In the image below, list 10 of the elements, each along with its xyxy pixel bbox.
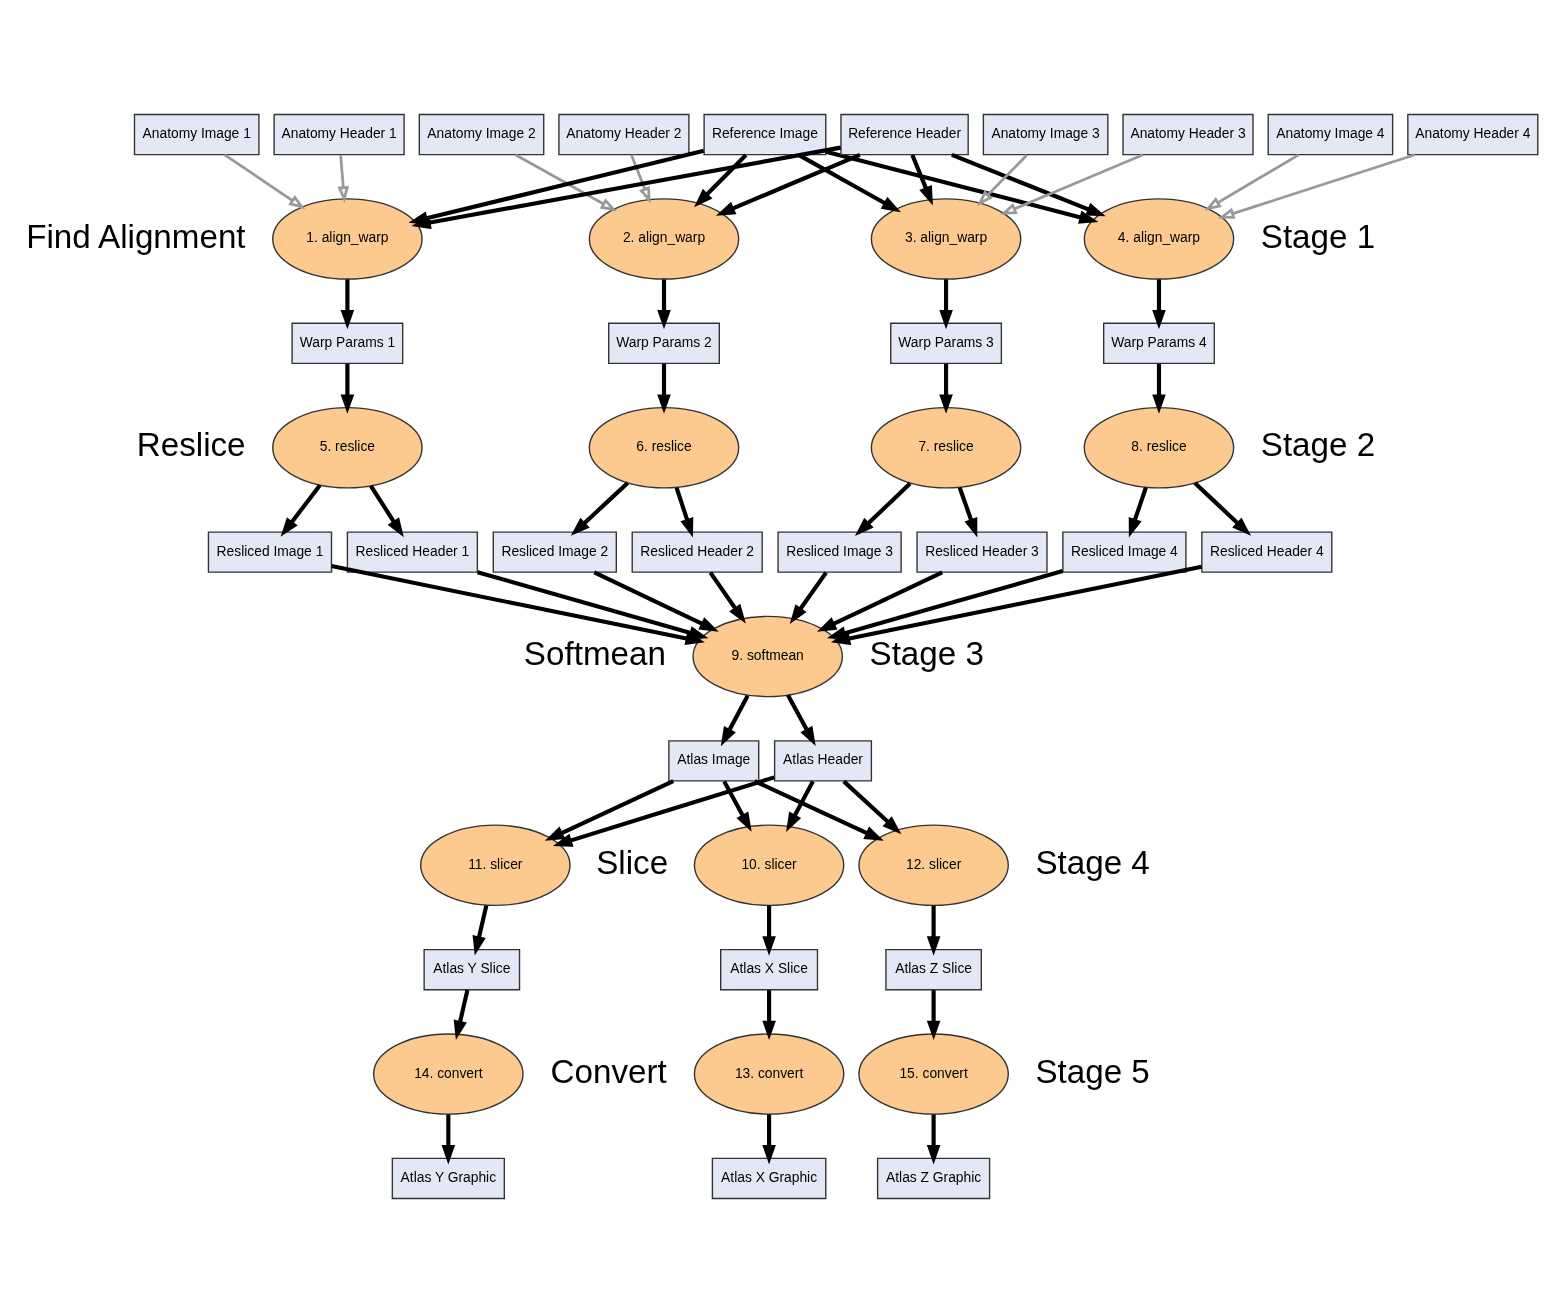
label: Convert — [550, 1052, 667, 1090]
label: Slice — [596, 843, 669, 881]
label: Find Alignment — [26, 217, 246, 255]
label: Stage 5 — [1035, 1052, 1150, 1090]
label: Stage 2 — [1260, 426, 1376, 464]
label: Stage 1 — [1260, 217, 1376, 255]
label: Stage 4 — [1035, 843, 1150, 881]
label: Softmean — [523, 635, 666, 673]
label: Stage 3 — [869, 635, 984, 673]
label: Reslice — [136, 426, 246, 464]
